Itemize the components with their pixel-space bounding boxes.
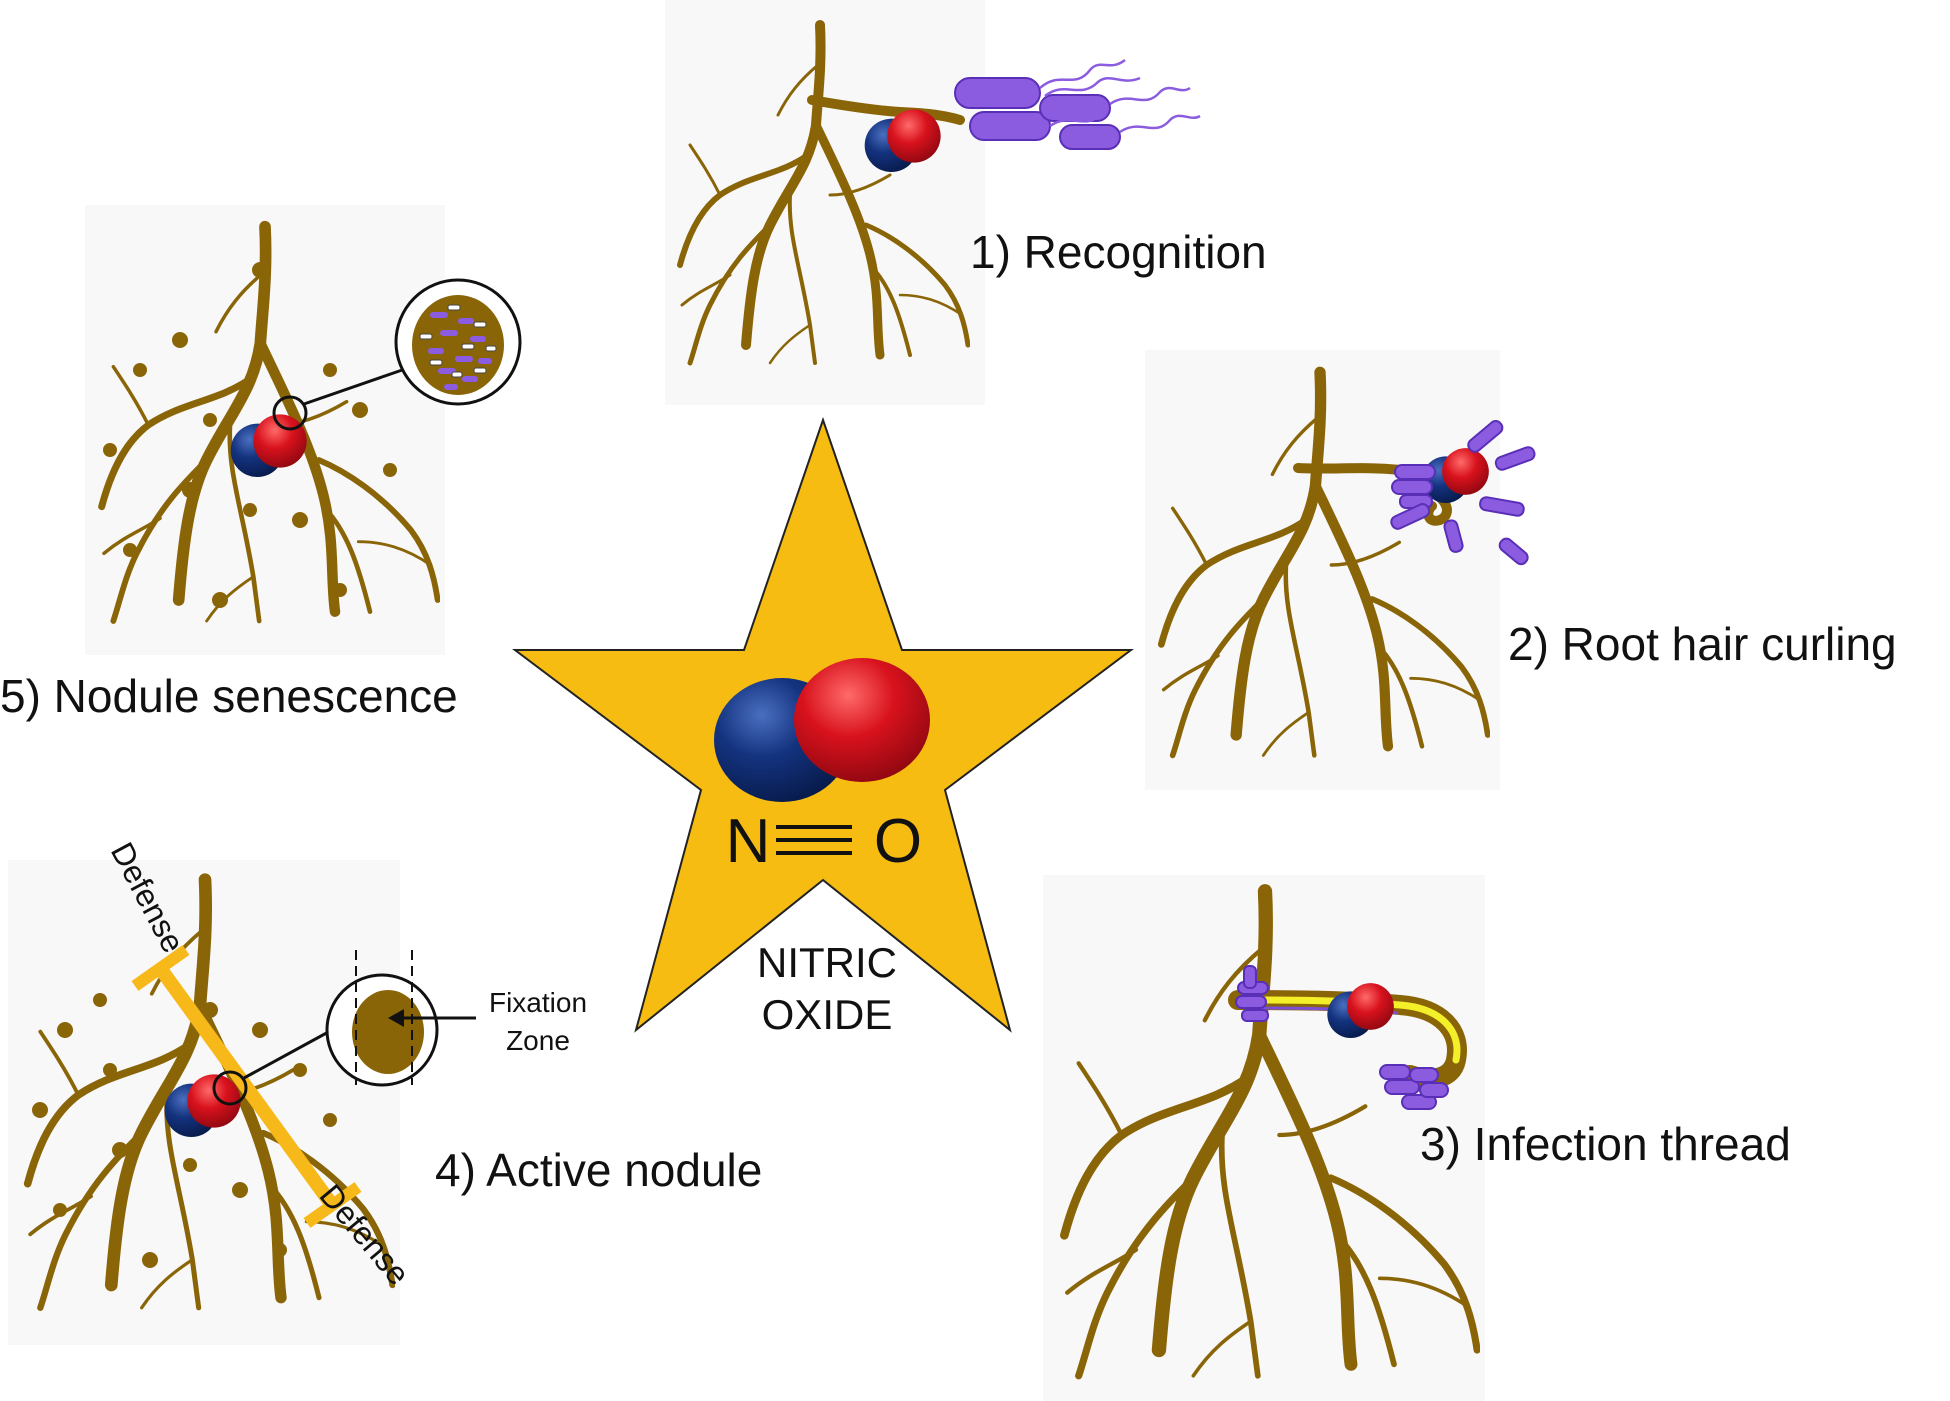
root-nodules [103, 262, 397, 608]
triple-bond-icon [776, 825, 852, 855]
panel-background [665, 0, 985, 405]
rhizobia-bacteria [1235, 965, 1449, 1110]
formula-o: O [874, 807, 922, 876]
defense-marker-top [131, 945, 190, 991]
fixation-zone-label: Fixation [489, 987, 587, 1018]
arrow-left-icon [388, 1009, 476, 1027]
rhizobia-bacteria [954, 77, 1121, 150]
nodule-highlight-circle [212, 1070, 248, 1106]
stage-label: 1) Recognition [970, 226, 1267, 278]
no-molecule-large [714, 658, 930, 802]
stage-nodule-senescence: 5) Nodule senescence [0, 205, 522, 722]
stage-label: 2) Root hair curling [1508, 618, 1897, 670]
stage-root-hair-curling: 2) Root hair curling [1145, 350, 1897, 790]
stage-active-nodule: Fixation Zone Defense Defense 4) Active … [8, 836, 762, 1345]
stage-label: 4) Active nodule [435, 1144, 762, 1196]
stage-infection-thread: 3) Infection thread [1043, 875, 1791, 1401]
root-nodules [32, 993, 337, 1268]
zoom-connector [303, 366, 409, 406]
formula-n: N [726, 807, 771, 876]
fixation-zone-label: Zone [506, 1025, 570, 1056]
bacteria-flagella [1039, 58, 1201, 134]
senescent-nodule-zoom [394, 278, 522, 406]
zoom-connector [243, 1028, 333, 1080]
rhizobia-bacteria [1390, 420, 1536, 566]
oxide-label: OXIDE [762, 991, 893, 1038]
defense-marker-bottom [303, 1182, 362, 1228]
root-hair [807, 95, 965, 125]
stage-recognition: 1) Recognition [665, 0, 1267, 405]
infection-thread [1241, 996, 1461, 1064]
nodule-zoom [325, 950, 439, 1087]
stage-label: 5) Nodule senescence [0, 670, 458, 722]
nitric-label: NITRIC [757, 939, 897, 986]
stage-label: 3) Infection thread [1420, 1118, 1791, 1170]
nitric-oxide-star: N O NITRIC OXIDE [512, 416, 1134, 1038]
nodule-highlight-circle [272, 395, 308, 431]
